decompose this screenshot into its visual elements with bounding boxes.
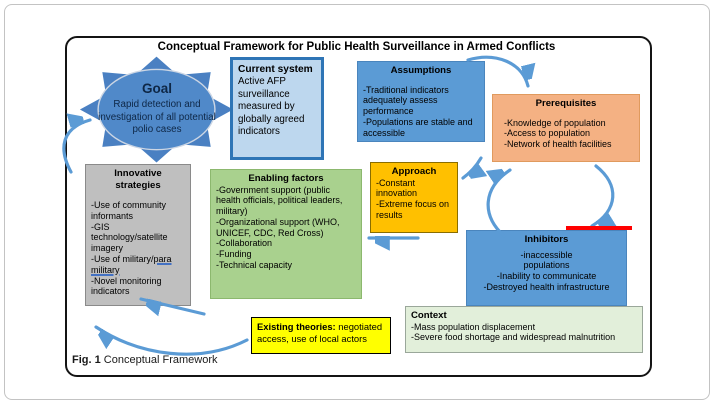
inhibitors-heading: Inhibitors (524, 234, 569, 245)
list-item: populations (523, 260, 570, 271)
list-item: -Access to population (504, 128, 591, 139)
list-item: -Technical capacity (216, 260, 293, 271)
assumptions-items: -Traditional indicators adequately asses… (363, 85, 479, 139)
list-item: -Government support (public health offic… (216, 184, 343, 217)
existing-theories-label: Existing theories: (257, 321, 336, 332)
approach-items: -Constant innovation-Extreme focus on re… (376, 178, 452, 221)
list-item: -inaccessible (520, 249, 573, 260)
list-item-segment: -Use of military/ (91, 253, 154, 264)
goal-body: Rapid detection and investigation of all… (98, 99, 216, 136)
list-item: -Knowledge of population (504, 117, 606, 128)
innovative-strategies-heading: Innovative strategies (114, 168, 162, 191)
current-system-body: Active AFP surveillance measured by glob… (238, 76, 305, 138)
figure-caption: Fig. 1 Conceptual Framework (72, 354, 218, 366)
prerequisites-items: -Knowledge of population-Access to popul… (498, 118, 634, 150)
list-item: -Extreme focus on results (376, 199, 450, 220)
list-item: -Inability to communicate (496, 271, 597, 282)
list-item: -Populations are stable and accessible (363, 116, 473, 138)
context-heading: Context (411, 310, 447, 321)
list-item: -Use of military/para military (91, 254, 185, 276)
context-box: Context -Mass population displacement-Se… (405, 306, 643, 353)
existing-theories-box: Existing theories: negotiated access, us… (251, 317, 391, 354)
list-item: -Use of community informants (91, 200, 167, 221)
list-item: -Collaboration (216, 238, 273, 249)
assumptions-box: Assumptions -Traditional indicators adeq… (357, 61, 485, 142)
current-system-box: Current system Active AFP surveillance m… (230, 57, 324, 160)
list-item: -Traditional indicators adequately asses… (363, 84, 449, 117)
goal-starburst (79, 56, 234, 163)
approach-heading: Approach (391, 166, 437, 177)
enabling-factors-box: Enabling factors -Government support (pu… (210, 169, 362, 299)
list-item: -Network of health facilities (504, 139, 612, 150)
prerequisites-heading: Prerequisites (535, 98, 597, 109)
approach-box: Approach -Constant innovation-Extreme fo… (370, 162, 458, 233)
list-item-segment: para military (91, 253, 172, 275)
outer-frame (4, 4, 710, 400)
context-items: -Mass population displacement-Severe foo… (411, 322, 637, 344)
enabling-factors-items: -Government support (public health offic… (216, 185, 356, 271)
enabling-factors-heading: Enabling factors (248, 173, 324, 184)
diagram-title: Conceptual Framework for Public Health S… (157, 41, 556, 53)
list-item: -Destroyed health infrastructure (483, 281, 610, 292)
list-item: -Constant innovation (376, 177, 418, 199)
list-item: -Severe food shortage and widespread mal… (411, 332, 616, 343)
assumptions-heading: Assumptions (390, 65, 452, 76)
current-system-heading: Current system (238, 64, 313, 75)
prerequisites-box: Prerequisites -Knowledge of population-A… (492, 94, 640, 162)
goal-heading: Goal (141, 81, 172, 96)
figure-caption-label: Fig. 1 (72, 354, 101, 366)
existing-theories-text: negotiated access, use of local actors (257, 321, 383, 344)
list-item: -GIS technology/satellite imagery (91, 221, 168, 254)
list-item: -Funding (216, 249, 252, 260)
list-item: -Novel monitoring indicators (91, 275, 162, 297)
list-item: -Organizational support (WHO, UNICEF, CD… (216, 216, 340, 238)
list-item: -Mass population displacement (411, 321, 536, 332)
innovative-strategies-box: Innovative strategies -Use of community … (85, 164, 191, 306)
starburst-ellipse (97, 68, 216, 151)
innovative-strategies-items: -Use of community informants-GIS technol… (91, 200, 185, 297)
figure-caption-text: Conceptual Framework (100, 354, 218, 366)
